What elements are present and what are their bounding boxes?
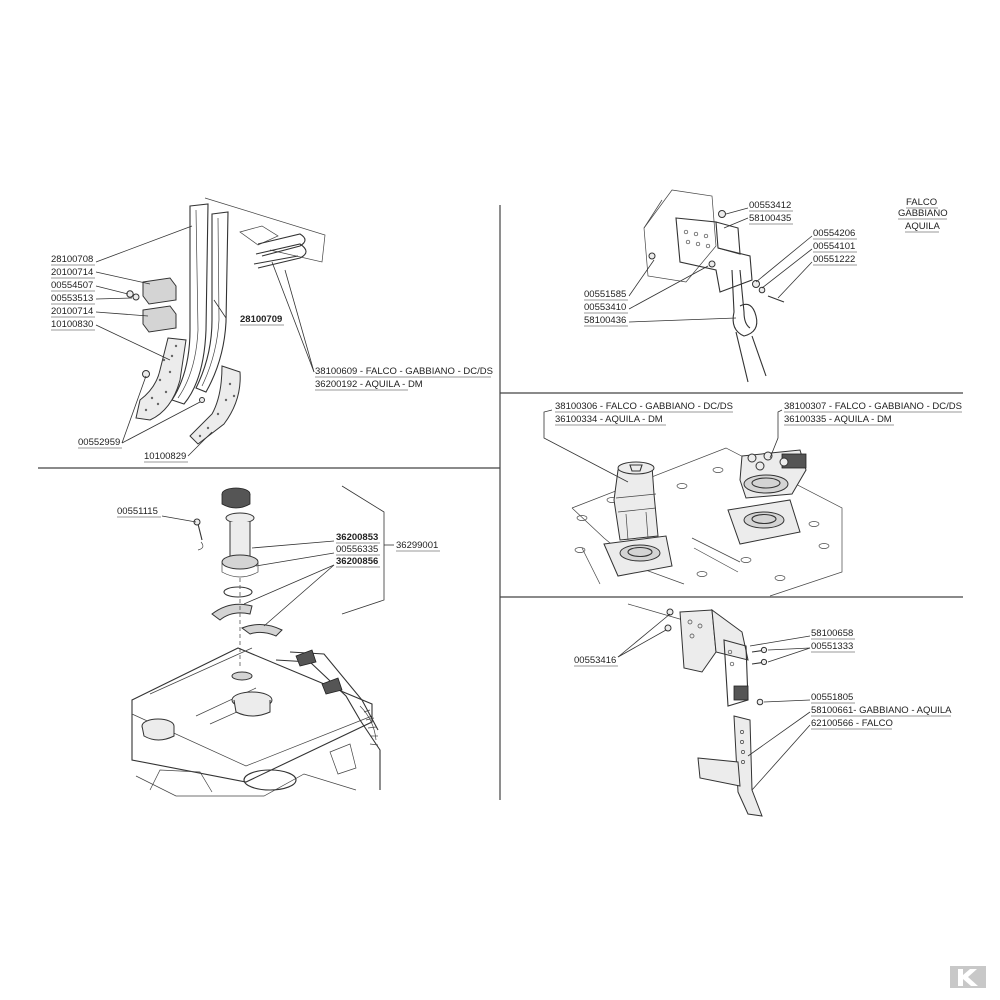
- bolt-e: [756, 698, 764, 706]
- screw-small: [199, 397, 205, 403]
- panel-dividers: [38, 205, 963, 800]
- bracket-side: [715, 221, 741, 255]
- clamp-plate-lower: [142, 305, 177, 333]
- screw-head: [142, 370, 150, 378]
- deck-edge: [571, 447, 843, 597]
- label-36200192: 36200192 - AQUILA - DM: [315, 379, 423, 390]
- label-58100661: 58100661- GABBIANO - AQUILA: [811, 705, 952, 716]
- label-58100658: 58100658: [811, 628, 853, 639]
- half-ring-lower: [240, 624, 283, 637]
- bolt-c: [760, 646, 768, 654]
- bolt-head: [648, 252, 656, 260]
- label-00553513: 00553513: [51, 293, 93, 304]
- label-00551805: 00551805: [811, 692, 853, 703]
- nut-mid: [708, 260, 716, 268]
- spring-coil: [731, 269, 758, 337]
- seal-ring: [223, 586, 253, 598]
- label-00553412: 00553412: [749, 200, 791, 211]
- label-20100714-a: 20100714: [51, 267, 93, 278]
- label-falco: FALCO: [906, 197, 937, 208]
- label-38100609: 38100609 - FALCO - GABBIANO - DC/DS: [315, 366, 493, 377]
- deck-bearing-top: [231, 671, 253, 681]
- label-36100334: 36100334 - AQUILA - DM: [555, 414, 663, 425]
- label-28100709: 28100709: [240, 314, 282, 325]
- spring-tine-left: [735, 331, 749, 383]
- label-62100566: 62100566 - FALCO: [811, 718, 893, 729]
- drive-socket-left: [629, 464, 643, 472]
- label-58100436: 58100436: [584, 315, 626, 326]
- nut-top: [718, 210, 726, 218]
- shaft-flange: [221, 554, 259, 570]
- u-bolt-lower: [253, 255, 299, 265]
- panel-top-right-bracket: 00553412 58100435 FALCO GABBIANO AQUILA …: [584, 189, 948, 383]
- washer-right: [752, 280, 760, 288]
- label-58100435: 58100435: [749, 213, 791, 224]
- washer-small: [132, 293, 140, 301]
- panel-bottom-left-shaft: 00551115 36200853 00556335 36200856 3629…: [117, 485, 440, 797]
- u-bolt-middle: [255, 243, 307, 269]
- label-38100306: 38100306 - FALCO - GABBIANO - DC/DS: [555, 401, 733, 412]
- clamp-plate-upper: [142, 277, 177, 305]
- half-ring-upper: [211, 603, 253, 621]
- frame-block: [239, 225, 279, 246]
- label-00551585: 00551585: [584, 289, 626, 300]
- bracket-36299001: [341, 485, 385, 615]
- panel-middle-right-rotors: 38100306 - FALCO - GABBIANO - DC/DS 3610…: [543, 401, 962, 597]
- rubber-shoe-right: [189, 365, 241, 445]
- label-aquila: AQUILA: [905, 221, 941, 232]
- frame-section: [643, 189, 717, 283]
- panel-bottom-right-tine-bracket: 00553416 58100658 00551333 00551805 5810…: [574, 603, 952, 817]
- label-00553410: 00553410: [584, 302, 626, 313]
- panel-top-left-tine: 28100708 20100714 00554507 00553513 2010…: [51, 197, 493, 463]
- label-00554101: 00554101: [813, 241, 855, 252]
- bolt-a: [666, 608, 674, 616]
- label-00552959: 00552959: [78, 437, 120, 448]
- u-bolt-upper: [257, 233, 306, 257]
- label-00551222: 00551222: [813, 254, 855, 265]
- spring-tine-right: [751, 335, 767, 377]
- label-10100829: 10100829: [144, 451, 186, 462]
- label-20100714-b: 20100714: [51, 306, 93, 317]
- k-logo: [950, 966, 986, 988]
- block-lower: [329, 743, 357, 775]
- label-00556335: 00556335: [336, 544, 378, 555]
- bracket-main-plate: [679, 609, 717, 673]
- bracket-side-plate: [711, 608, 749, 661]
- label-36200856: 36200856: [336, 556, 378, 567]
- bolt-pin: [197, 523, 203, 541]
- shaft-collar: [225, 512, 255, 524]
- bolt-right: [767, 295, 785, 303]
- label-28100708: 28100708: [51, 254, 93, 265]
- label-10100830: 10100830: [51, 319, 93, 330]
- label-36299001: 36299001: [396, 540, 438, 551]
- label-00553416: 00553416: [574, 655, 616, 666]
- machine-deck: [131, 647, 373, 783]
- label-00554507: 00554507: [51, 280, 93, 291]
- rubber-block: [733, 685, 749, 701]
- label-36200853: 36200853: [336, 532, 378, 543]
- tine-foot: [697, 757, 741, 787]
- tine-long: [171, 203, 209, 405]
- label-gabbiano: GABBIANO: [898, 208, 948, 219]
- label-38100307: 38100307 - FALCO - GABBIANO - DC/DS: [784, 401, 962, 412]
- bolt-b: [664, 624, 672, 632]
- side-hose: [275, 659, 381, 790]
- tine-short: [195, 211, 229, 393]
- bolt-d: [760, 658, 768, 666]
- nut-right: [758, 286, 766, 294]
- rotor-housing-left: [613, 465, 659, 541]
- label-00551333: 00551333: [811, 641, 853, 652]
- label-00554206: 00554206: [813, 228, 855, 239]
- label-00551115: 00551115: [117, 506, 158, 517]
- label-36100335: 36100335 - AQUILA - DM: [784, 414, 892, 425]
- bracket-plate: [675, 217, 753, 293]
- rubber-shoe-left: [135, 337, 187, 421]
